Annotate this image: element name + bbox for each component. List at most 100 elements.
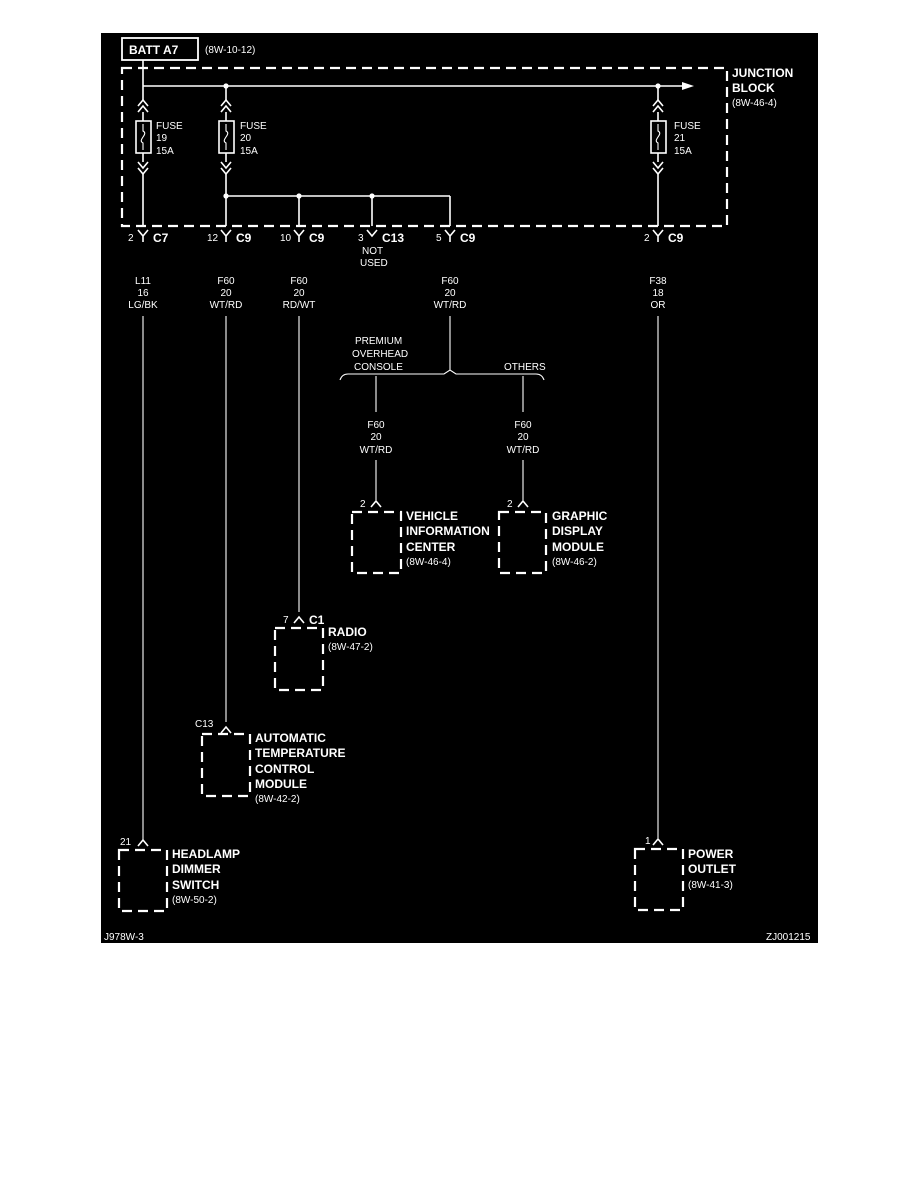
- footer-code-left: J978W-3: [104, 932, 144, 943]
- fuse-21-word: FUSE: [674, 121, 701, 132]
- fuse-20: FUSE 20 15A: [218, 98, 267, 226]
- svg-text:C13: C13: [382, 231, 404, 245]
- hds-pin: 21: [120, 837, 132, 848]
- fuse-21-rating: 15A: [674, 146, 692, 157]
- svg-text:(8W-46-4): (8W-46-4): [406, 557, 451, 568]
- premium-label-line3: CONSOLE: [354, 362, 403, 373]
- wire-runs: [142, 316, 659, 840]
- fuse-20-distribution: [223, 193, 451, 226]
- svg-text:C9: C9: [668, 231, 684, 245]
- svg-text:GRAPHIC: GRAPHIC: [552, 509, 608, 523]
- component-graphic-display-module: 2 GRAPHIC DISPLAY MODULE (8W-46-2): [497, 499, 608, 575]
- fuse-21-number: 21: [674, 133, 686, 144]
- svg-text:(8W-50-2): (8W-50-2): [172, 895, 217, 906]
- fuse-20-number: 20: [240, 133, 252, 144]
- vic-pin: 2: [360, 499, 366, 510]
- radio-connector: C1: [309, 613, 325, 627]
- svg-text:F60: F60: [514, 420, 532, 431]
- svg-text:20: 20: [517, 432, 529, 443]
- svg-text:5: 5: [436, 233, 442, 244]
- wire-label-f60-radio: F60 20 RD/WT: [283, 276, 316, 311]
- svg-text:WT/RD: WT/RD: [210, 300, 243, 311]
- diagram-panel: [101, 33, 818, 943]
- wire-label-f60-display: F60 20 WT/RD: [434, 276, 467, 311]
- wire-label-f60-vic: F60 20 WT/RD: [360, 420, 393, 456]
- fuse-20-rating: 15A: [240, 146, 258, 157]
- source-ref: (8W-10-12): [205, 45, 255, 56]
- svg-text:SWITCH: SWITCH: [172, 878, 219, 892]
- svg-text:20: 20: [444, 288, 456, 299]
- component-radio: 7 C1 RADIO (8W-47-2): [273, 613, 373, 692]
- fuse-19: FUSE 19 15A: [135, 98, 183, 226]
- svg-text:C9: C9: [236, 231, 252, 245]
- atc-pin: C13: [195, 719, 214, 730]
- svg-text:C9: C9: [460, 231, 476, 245]
- po-pin: 1: [645, 836, 651, 847]
- component-power-outlet: 1 POWER OUTLET (8W-41-3): [633, 836, 737, 912]
- svg-text:AUTOMATIC: AUTOMATIC: [255, 731, 326, 745]
- svg-text:2: 2: [128, 233, 134, 244]
- svg-text:20: 20: [370, 432, 382, 443]
- svg-text:TEMPERATURE: TEMPERATURE: [255, 746, 345, 760]
- svg-text:CENTER: CENTER: [406, 540, 456, 554]
- wire-label-f38: F38 18 OR: [649, 276, 667, 311]
- svg-text:C9: C9: [309, 231, 325, 245]
- source-box: [121, 37, 199, 61]
- svg-text:F38: F38: [649, 276, 667, 287]
- fuse-19-word: FUSE: [156, 121, 183, 132]
- not-used-line1: NOT: [362, 246, 383, 257]
- svg-text:INFORMATION: INFORMATION: [406, 524, 490, 538]
- svg-text:10: 10: [280, 233, 292, 244]
- connector-c7-pin2: 2 C7: [128, 229, 169, 245]
- svg-text:POWER: POWER: [688, 847, 734, 861]
- svg-text:3: 3: [358, 233, 364, 244]
- svg-text:OUTLET: OUTLET: [688, 862, 737, 876]
- svg-text:MODULE: MODULE: [255, 777, 307, 791]
- fuse-19-number: 19: [156, 133, 168, 144]
- svg-text:F60: F60: [290, 276, 308, 287]
- svg-text:MODULE: MODULE: [552, 540, 604, 554]
- svg-text:20: 20: [220, 288, 232, 299]
- svg-text:VEHICLE: VEHICLE: [406, 509, 458, 523]
- svg-text:16: 16: [137, 288, 149, 299]
- svg-text:2: 2: [644, 233, 650, 244]
- battery-bus: [142, 60, 694, 100]
- junction-block-outline: [120, 66, 729, 228]
- svg-text:F60: F60: [367, 420, 385, 431]
- footer-code-right: ZJ001215: [766, 932, 811, 943]
- svg-text:CONTROL: CONTROL: [255, 762, 314, 776]
- fuse-21: FUSE 21 15A: [650, 98, 701, 226]
- svg-text:RADIO: RADIO: [328, 625, 367, 639]
- svg-text:OR: OR: [651, 300, 666, 311]
- connector-c9-pin5: 5 C9: [436, 229, 476, 245]
- svg-text:HEADLAMP: HEADLAMP: [172, 847, 240, 861]
- junction-block-title-line2: BLOCK: [732, 81, 775, 95]
- not-used-line2: USED: [360, 258, 388, 269]
- svg-text:C7: C7: [153, 231, 169, 245]
- svg-text:F60: F60: [441, 276, 459, 287]
- gdm-pin: 2: [507, 499, 513, 510]
- svg-text:(8W-47-2): (8W-47-2): [328, 642, 373, 653]
- wire-label-f60-atc: F60 20 WT/RD: [210, 276, 243, 311]
- source-label: BATT A7: [129, 43, 179, 57]
- svg-text:(8W-46-2): (8W-46-2): [552, 557, 597, 568]
- connector-c13-pin3: 3 C13 NOT USED: [358, 229, 404, 269]
- wire-label-l11: L11 16 LG/BK: [128, 276, 158, 311]
- svg-text:(8W-41-3): (8W-41-3): [688, 880, 733, 891]
- svg-text:12: 12: [207, 233, 219, 244]
- option-split: PREMIUM OVERHEAD CONSOLE OTHERS: [339, 336, 546, 412]
- fuse-19-rating: 15A: [156, 146, 174, 157]
- svg-text:WT/RD: WT/RD: [360, 445, 393, 456]
- svg-text:F60: F60: [217, 276, 235, 287]
- svg-text:L11: L11: [135, 276, 151, 287]
- svg-text:DISPLAY: DISPLAY: [552, 524, 603, 538]
- others-label: OTHERS: [504, 362, 546, 373]
- bus-arrow-icon: [682, 82, 694, 90]
- wire-label-f60-gdm: F60 20 WT/RD: [507, 420, 540, 456]
- component-automatic-temperature-control-module: C13 AUTOMATIC TEMPERATURE CONTROL MODULE…: [195, 719, 345, 805]
- connector-c9-pin10: 10 C9: [280, 229, 325, 245]
- svg-text:20: 20: [293, 288, 305, 299]
- connector-c9-pin12: 12 C9: [207, 229, 252, 245]
- junction-block-title-line1: JUNCTION: [732, 66, 793, 80]
